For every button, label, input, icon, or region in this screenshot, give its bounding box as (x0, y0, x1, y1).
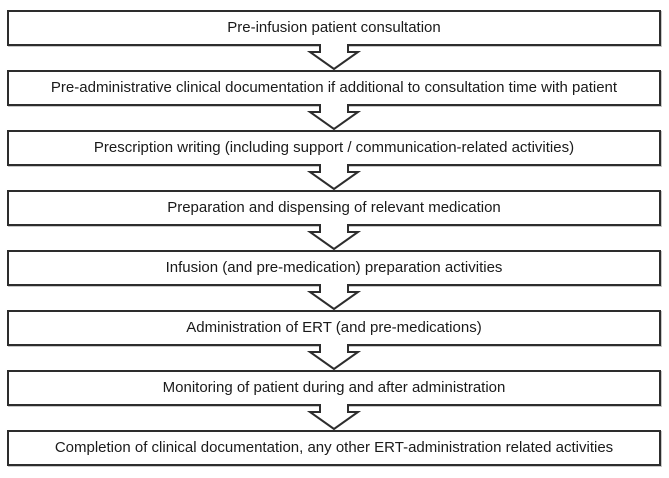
flow-step-7: Monitoring of patient during and after a… (7, 370, 661, 406)
flow-step-2: Pre-administrative clinical documentatio… (7, 70, 661, 106)
flow-step-5: Infusion (and pre-medication) preparatio… (7, 250, 661, 286)
flow-step-4: Preparation and dispensing of relevant m… (7, 190, 661, 226)
down-arrow-icon (7, 284, 661, 310)
flow-step-6: Administration of ERT (and pre-medicatio… (7, 310, 661, 346)
flow-step-8: Completion of clinical documentation, an… (7, 430, 661, 466)
down-arrow-icon (7, 404, 661, 430)
flow-step-3: Prescription writing (including support … (7, 130, 661, 166)
down-arrow-icon (7, 164, 661, 190)
flow-step-1: Pre-infusion patient consultation (7, 10, 661, 46)
down-arrow-icon (7, 104, 661, 130)
down-arrow-icon (7, 224, 661, 250)
down-arrow-icon (7, 44, 661, 70)
down-arrow-icon (7, 344, 661, 370)
